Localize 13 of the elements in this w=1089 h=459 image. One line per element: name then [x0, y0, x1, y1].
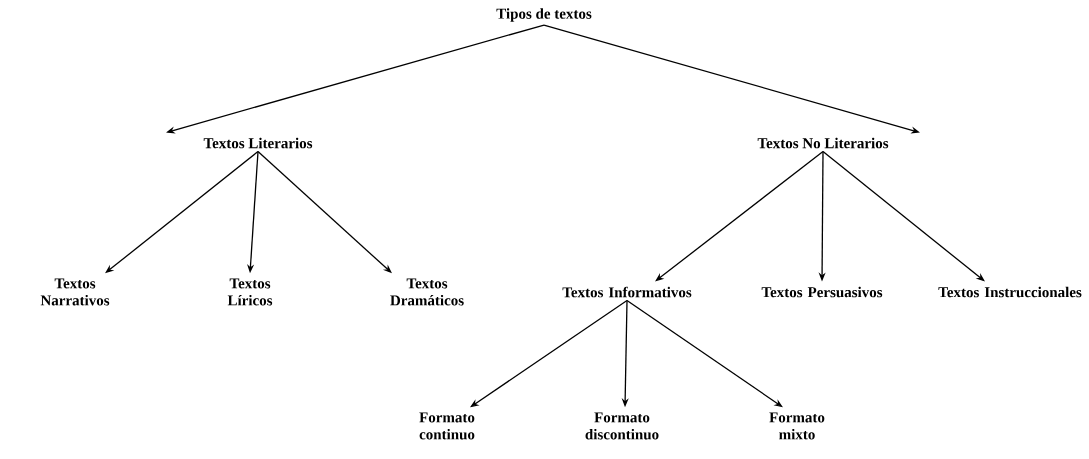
- arrow: [822, 150, 985, 282]
- text-label: Textos No Literarios: [757, 137, 889, 149]
- text-label: Textos Literarios: [203, 137, 313, 149]
- text-label: Formato discontinuo: [585, 412, 659, 440]
- text-label: Textos Líricos: [227, 278, 273, 306]
- text-label: Tipos de textos: [496, 8, 592, 22]
- text-label: Textos Persuasivos: [761, 286, 883, 298]
- text-label: Formato continuo: [419, 412, 475, 440]
- text-label: Textos Narrativos: [40, 278, 110, 306]
- text-label: Textos Dramáticos: [390, 278, 464, 306]
- text-label: Formato mixto: [769, 412, 825, 440]
- text-label: Textos Informativos: [562, 286, 692, 298]
- text-label: Textos Instruccionales: [938, 286, 1082, 298]
